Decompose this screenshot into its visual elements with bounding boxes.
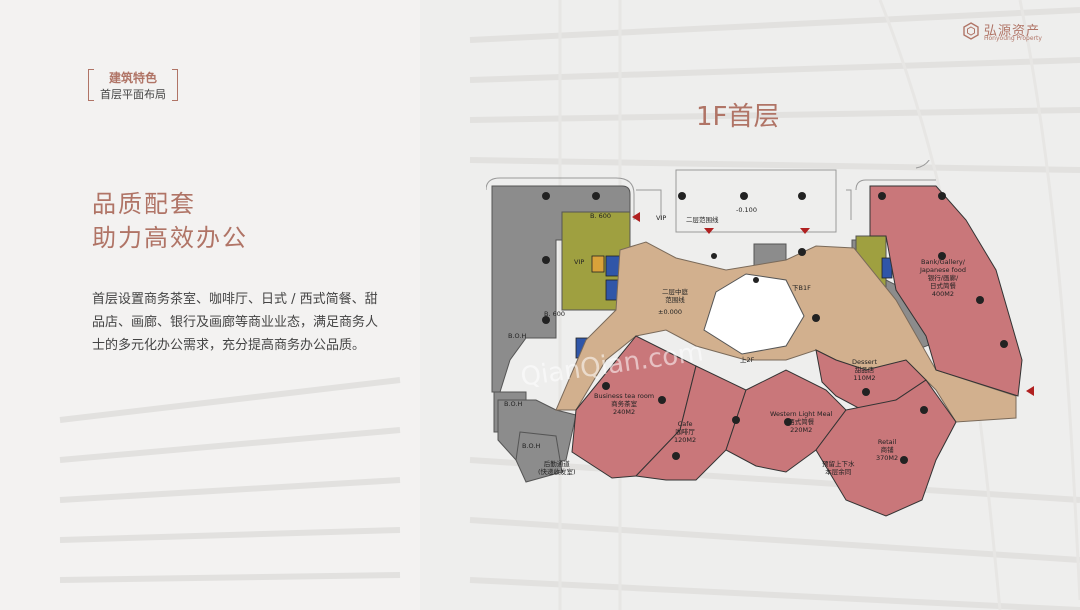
floor-plan-drawing: [485, 139, 1034, 517]
plan-outline: [485, 139, 936, 233]
tag-bracket-left: [88, 69, 94, 101]
hexagon-logo-icon: [963, 22, 979, 40]
label-water-2: 本层余同: [825, 468, 852, 476]
label-logistics: 后勤通道 (快递收发室): [538, 460, 576, 476]
label-b600: B. 600: [590, 212, 611, 220]
label-bank-cn: 银行/画廊/: [927, 274, 959, 282]
label-retail-area: 370M2: [876, 454, 899, 462]
label-atrium-line-1: 二层中庭: [662, 288, 688, 296]
retail-units: [571, 185, 1023, 517]
label-water-1: 预留上下水: [822, 460, 855, 468]
headline-line-2: 助力高效办公: [92, 224, 248, 252]
label-retail: Retail 商铺 370M2: [876, 438, 898, 462]
section-title: 建筑特色: [108, 71, 157, 85]
label-cafe-cn: 咖啡厅: [675, 428, 695, 436]
unit-bank-gallery: [869, 185, 1023, 397]
label-level-1: -0.100: [736, 206, 757, 214]
label-bank-2: Japanese food: [920, 266, 966, 274]
label-dessert-cn: 甜品店: [854, 366, 875, 374]
label-western-cn: 西式简餐: [788, 418, 815, 426]
label-bank: Bank/Gallery/ Japanese food 银行/画廊/ 日式简餐 …: [920, 258, 966, 298]
label-upper-line: 二层范围线: [686, 216, 719, 224]
tag-bracket-right: [172, 69, 178, 101]
label-dessert: Dessert 甜品店 110M2: [852, 358, 877, 382]
label-western-area: 220M2: [790, 426, 813, 434]
label-bank-area: 400M2: [931, 290, 955, 298]
label-tea: Business tea room 商务茶室 240M2: [594, 392, 654, 416]
label-tea-en: Business tea room: [594, 392, 655, 400]
label-level-2: ±0.000: [658, 308, 683, 316]
label-down-b1f: 下B1F: [792, 284, 811, 292]
label-atrium-line-2: 范围线: [665, 296, 685, 304]
label-dessert-area: 110M2: [853, 374, 876, 382]
label-bank-cn2: 日式简餐: [929, 282, 956, 290]
label-water: 预留上下水 本层余同: [822, 460, 855, 476]
description-text: 首层设置商务茶室、咖啡厅、日式 / 西式简餐、甜品店、画廊、银行及画廊等商业业态…: [92, 292, 379, 353]
label-retail-en: Retail: [877, 438, 897, 446]
label-vip-2: VIP: [574, 258, 585, 266]
brand-logo: 弘源资产 Honyoung Property: [962, 20, 1062, 46]
floor-plan: B.O.H B.O.H B.O.H B. 600 B. 600 VIP VIP …: [485, 139, 1046, 520]
label-tea-cn: 商务茶室: [611, 400, 638, 408]
brand-name-en: Honyoung Property: [984, 35, 1042, 42]
section-subtitle: 首层平面布局: [100, 88, 166, 101]
label-atrium-line: 二层中庭 范围线: [662, 288, 688, 304]
label-western: Western Light Meal 西式简餐 220M2: [770, 410, 832, 434]
label-logistics-2: (快递收发室): [538, 468, 576, 476]
brand-name-cn: 弘源资产: [984, 24, 1041, 39]
entrance-markers: [632, 212, 1034, 396]
headline-line-1: 品质配套: [92, 190, 196, 218]
label-boh-1: B.O.H: [508, 332, 527, 340]
floor-title: 1F首层: [696, 102, 780, 132]
label-cafe: Cafe 咖啡厅 120M2: [674, 420, 696, 444]
label-cafe-area: 120M2: [674, 436, 697, 444]
label-boh-3: B.O.H: [522, 442, 541, 450]
label-dessert-en: Dessert: [852, 358, 877, 366]
headline: 品质配套 助力高效办公: [92, 187, 248, 255]
label-logistics-1: 后勤通道: [543, 460, 570, 468]
label-bank-1: Bank/Gallery/: [921, 258, 965, 266]
unit-retail: [815, 379, 957, 517]
label-vip-1: VIP: [656, 214, 667, 222]
structural-columns: [542, 192, 1008, 464]
label-boh-2: B.O.H: [504, 400, 523, 408]
atrium-void: [703, 273, 805, 355]
label-tea-area: 240M2: [613, 408, 636, 416]
section-tag: 建筑特色 首层平面布局: [88, 68, 178, 102]
label-b600-b: B. 600: [544, 310, 565, 318]
label-up-2f: 上2F: [740, 356, 755, 364]
label-western-en: Western Light Meal: [770, 410, 833, 418]
label-cafe-en: Cafe: [677, 420, 693, 428]
label-retail-cn: 商铺: [880, 446, 894, 454]
